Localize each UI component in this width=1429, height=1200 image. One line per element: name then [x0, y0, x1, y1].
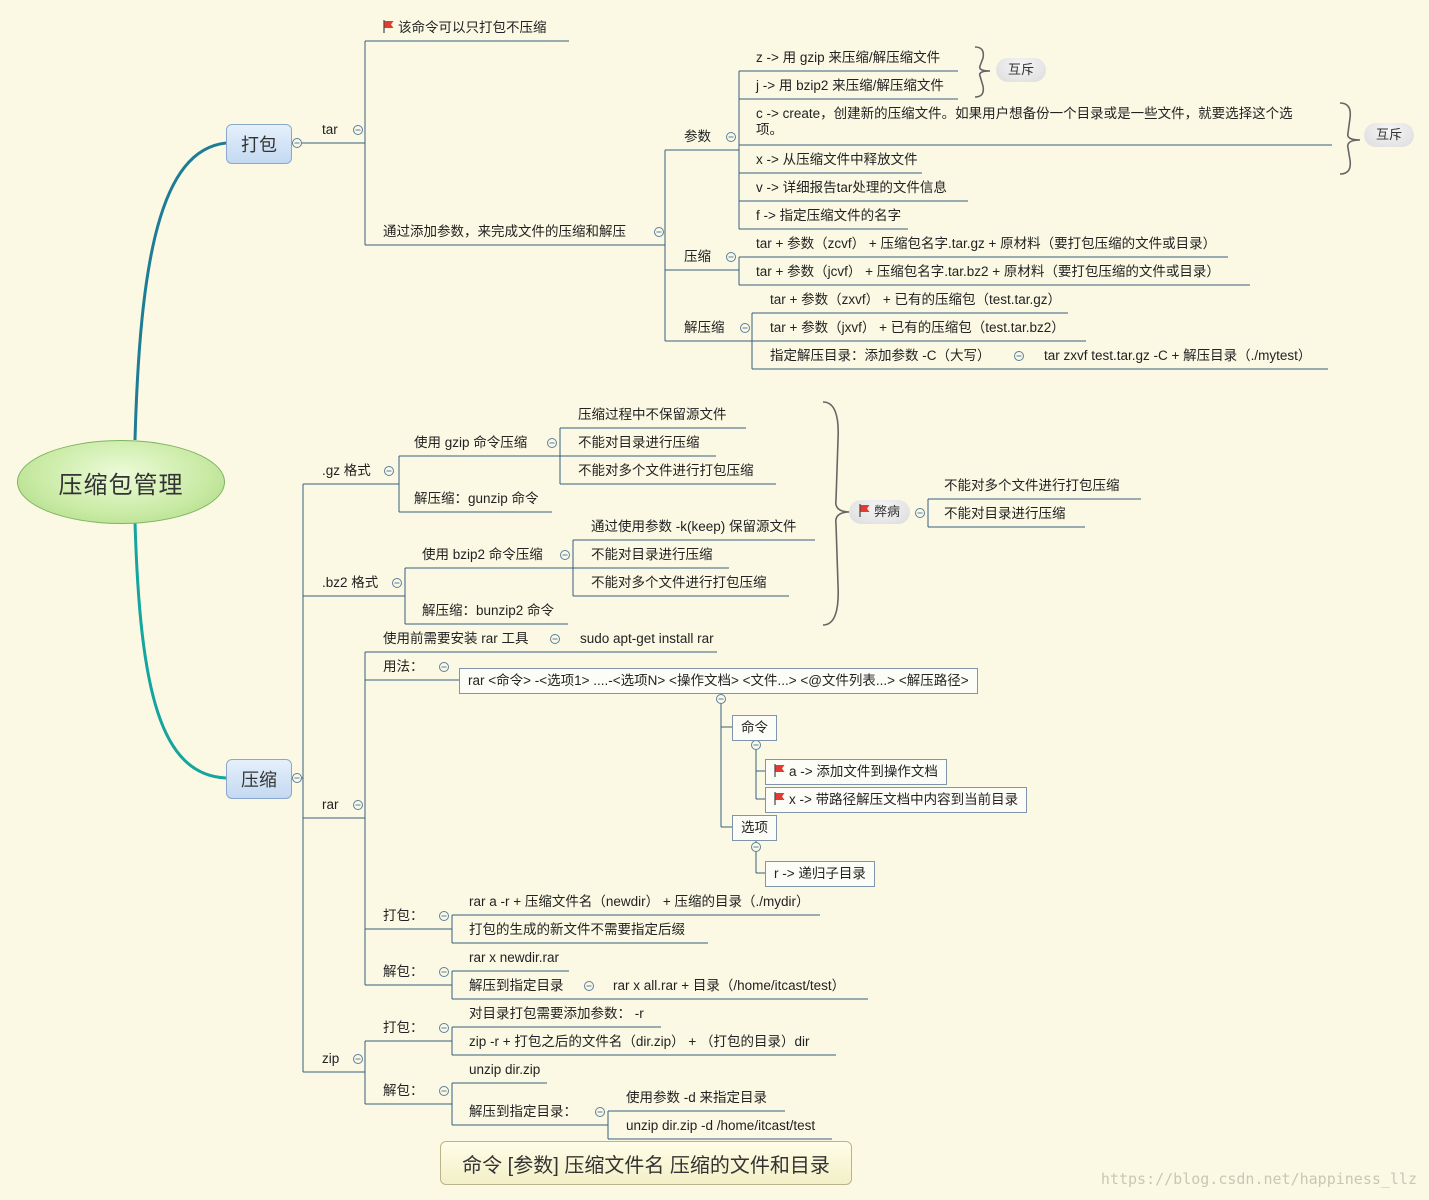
- bz2-note-2[interactable]: 不能对目录进行压缩: [591, 547, 713, 562]
- zip-unpack-label[interactable]: 解包：: [383, 1083, 424, 1098]
- zip-dir-param[interactable]: 使用参数 -d 来指定目录: [626, 1090, 768, 1105]
- gz-unzip[interactable]: 解压缩：gunzip 命令: [414, 491, 539, 506]
- defects-tag[interactable]: 弊病: [849, 500, 911, 524]
- rar-unpack-cmd[interactable]: rar x newdir.rar: [469, 950, 560, 965]
- tar-extract-label[interactable]: 解压缩: [684, 320, 725, 335]
- rar-cmd-a[interactable]: a -> 添加文件到操作文档: [765, 759, 947, 785]
- exclusive-tag-2[interactable]: 互斥: [1364, 123, 1415, 147]
- rar-unpack-dir[interactable]: 解压到指定目录: [469, 978, 564, 993]
- summary-box[interactable]: 命令 [参数] 压缩文件名 压缩的文件和目录: [440, 1141, 852, 1185]
- tar-param-x[interactable]: x -> 从压缩文件中释放文件: [756, 152, 918, 167]
- tar-note-text: 该命令可以只打包不压缩: [398, 20, 547, 35]
- topic-compress[interactable]: 压缩: [226, 759, 292, 799]
- bz2-unzip[interactable]: 解压缩：bunzip2 命令: [422, 603, 555, 618]
- tar-extract-example[interactable]: tar zxvf test.tar.gz -C + 解压目录（./mytest）: [1044, 348, 1312, 363]
- zip-dir-example[interactable]: unzip dir.zip -d /home/itcast/test: [626, 1118, 816, 1133]
- rar-cmd-x[interactable]: x -> 带路径解压文档中内容到当前目录: [765, 787, 1028, 813]
- rar-label[interactable]: rar: [322, 797, 339, 812]
- topic-pack[interactable]: 打包: [226, 124, 292, 164]
- tar-param-z[interactable]: z -> 用 gzip 来压缩/解压缩文件: [756, 50, 941, 65]
- rar-install-cmd[interactable]: sudo apt-get install rar: [580, 631, 714, 646]
- rar-opt-label[interactable]: 选项: [732, 815, 777, 841]
- bz2-label[interactable]: .bz2 格式: [322, 575, 379, 590]
- bz2-note-1[interactable]: 通过使用参数 -k(keep) 保留源文件: [591, 519, 797, 534]
- exclusive-tag-1[interactable]: 互斥: [996, 58, 1047, 82]
- tar-extract-bz2[interactable]: tar + 参数（jxvf） + 已有的压缩包（test.tar.bz2）: [770, 320, 1065, 335]
- rar-syntax[interactable]: rar <命令> -<选项1> ....-<选项N> <操作文档> <文件...…: [459, 668, 978, 694]
- rar-usage-label[interactable]: 用法：: [383, 659, 424, 674]
- tar-params-label[interactable]: 参数: [684, 129, 711, 144]
- zip-pack-label[interactable]: 打包：: [383, 1020, 424, 1035]
- zip-unpack-dir[interactable]: 解压到指定目录：: [469, 1104, 577, 1119]
- tar-compress-bz2[interactable]: tar + 参数（jcvf） + 压缩包名字.tar.bz2 + 原材料（要打包…: [756, 264, 1220, 279]
- tar-compress-label[interactable]: 压缩: [684, 249, 711, 264]
- tar-via-params[interactable]: 通过添加参数，来完成文件的压缩和解压: [383, 224, 626, 239]
- zip-label[interactable]: zip: [322, 1051, 340, 1066]
- gz-note-2[interactable]: 不能对目录进行压缩: [578, 435, 700, 450]
- flag-icon: [774, 764, 785, 777]
- tar-param-j[interactable]: j -> 用 bzip2 来压缩/解压缩文件: [756, 78, 944, 93]
- rar-install[interactable]: 使用前需要安装 rar 工具: [383, 631, 529, 646]
- tar-extract-gz[interactable]: tar + 参数（zxvf） + 已有的压缩包（test.tar.gz）: [770, 292, 1062, 307]
- rar-opt-r[interactable]: r -> 递归子目录: [765, 861, 875, 887]
- rar-pack-cmd[interactable]: rar a -r + 压缩文件名（newdir） + 压缩的目录（./mydir…: [469, 894, 810, 909]
- rar-cmd-a-text: a -> 添加文件到操作文档: [789, 764, 938, 779]
- defect-1[interactable]: 不能对多个文件进行打包压缩: [944, 478, 1120, 493]
- rar-unpack-example[interactable]: rar x all.rar + 目录（/home/itcast/test）: [613, 978, 846, 993]
- tar-param-c[interactable]: c -> create，创建新的压缩文件。如果用户想备份一个目录或是一些文件，就…: [756, 106, 1293, 137]
- defect-2[interactable]: 不能对目录进行压缩: [944, 506, 1066, 521]
- rar-unpack-label[interactable]: 解包：: [383, 964, 424, 979]
- zip-pack-note[interactable]: 对目录打包需要添加参数： -r: [469, 1006, 644, 1021]
- rar-cmd-label[interactable]: 命令: [732, 715, 777, 741]
- defects-label: 弊病: [874, 504, 901, 519]
- zip-pack-cmd[interactable]: zip -r + 打包之后的文件名（dir.zip） + （打包的目录）dir: [469, 1034, 810, 1049]
- flag-icon: [774, 792, 785, 805]
- gz-note-1[interactable]: 压缩过程中不保留源文件: [578, 407, 727, 422]
- zip-unpack-cmd[interactable]: unzip dir.zip: [469, 1062, 541, 1077]
- rar-pack-note[interactable]: 打包的生成的新文件不需要指定后缀: [469, 922, 685, 937]
- bz2-note-3[interactable]: 不能对多个文件进行打包压缩: [591, 575, 767, 590]
- root-topic[interactable]: 压缩包管理: [17, 440, 225, 524]
- gz-note-3[interactable]: 不能对多个文件进行打包压缩: [578, 463, 754, 478]
- rar-cmd-x-text: x -> 带路径解压文档中内容到当前目录: [789, 792, 1019, 807]
- bz2-use[interactable]: 使用 bzip2 命令压缩: [422, 547, 543, 562]
- tar-param-v[interactable]: v -> 详细报告tar处理的文件信息: [756, 180, 947, 195]
- tar-extract-dir[interactable]: 指定解压目录：添加参数 -C（大写）: [770, 348, 991, 363]
- tar-note: 该命令可以只打包不压缩: [383, 20, 547, 36]
- tar-compress-gz[interactable]: tar + 参数（zcvf） + 压缩包名字.tar.gz + 原材料（要打包压…: [756, 236, 1217, 251]
- watermark: https://blog.csdn.net/happiness_llz: [1100, 1170, 1417, 1188]
- tar-param-f[interactable]: f -> 指定压缩文件的名字: [756, 208, 902, 223]
- tar-label[interactable]: tar: [322, 122, 338, 137]
- flag-icon: [383, 20, 394, 33]
- gz-use[interactable]: 使用 gzip 命令压缩: [414, 435, 528, 450]
- flag-icon: [859, 504, 870, 517]
- gz-label[interactable]: .gz 格式: [322, 463, 371, 478]
- rar-pack-label[interactable]: 打包：: [383, 908, 424, 923]
